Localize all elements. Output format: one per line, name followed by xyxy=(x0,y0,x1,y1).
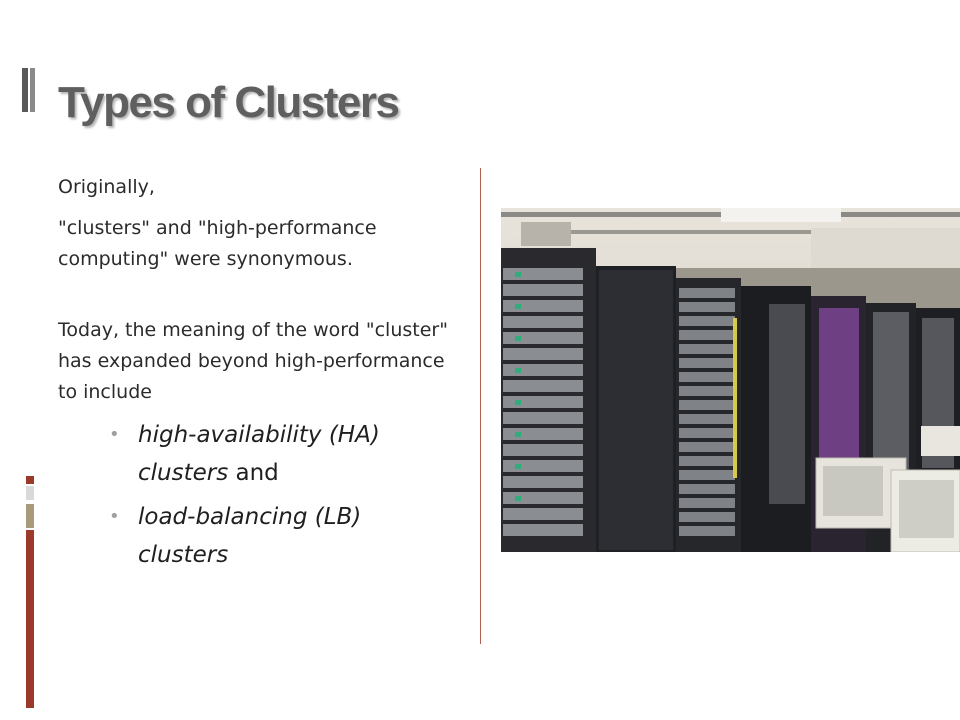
column-divider xyxy=(480,168,481,644)
bullet-dot: • xyxy=(109,506,120,527)
decor-bar-top-dark-2 xyxy=(30,68,35,112)
decor-bar-top-dark xyxy=(22,68,28,112)
paragraph-today: Today, the meaning of the word "cluster"… xyxy=(58,319,448,403)
bullet-lb-text: load-balancing (LB) clusters xyxy=(138,504,362,568)
bullet-ha-suffix: and xyxy=(228,460,279,486)
bullet-lb: • load-balancing (LB) clusters xyxy=(58,498,458,574)
slide-title: Types of Clusters xyxy=(58,78,400,127)
slide-body: Originally, "clusters" and "high-perform… xyxy=(58,172,458,574)
paragraph-originally: Originally, xyxy=(58,176,155,198)
bullet-ha: • high-availability (HA) clusters and xyxy=(58,416,458,492)
accent-stripe-red xyxy=(26,530,34,708)
accent-stripe-red-small xyxy=(26,476,34,484)
accent-stripe-gray xyxy=(26,486,34,500)
accent-stripe-tan xyxy=(26,504,34,528)
paragraph-synonymous: "clusters" and "high-performance computi… xyxy=(58,217,377,270)
bullet-ha-text: high-availability (HA) clusters xyxy=(138,422,380,486)
server-racks-photo xyxy=(501,208,960,552)
bullet-dot: • xyxy=(109,424,120,445)
